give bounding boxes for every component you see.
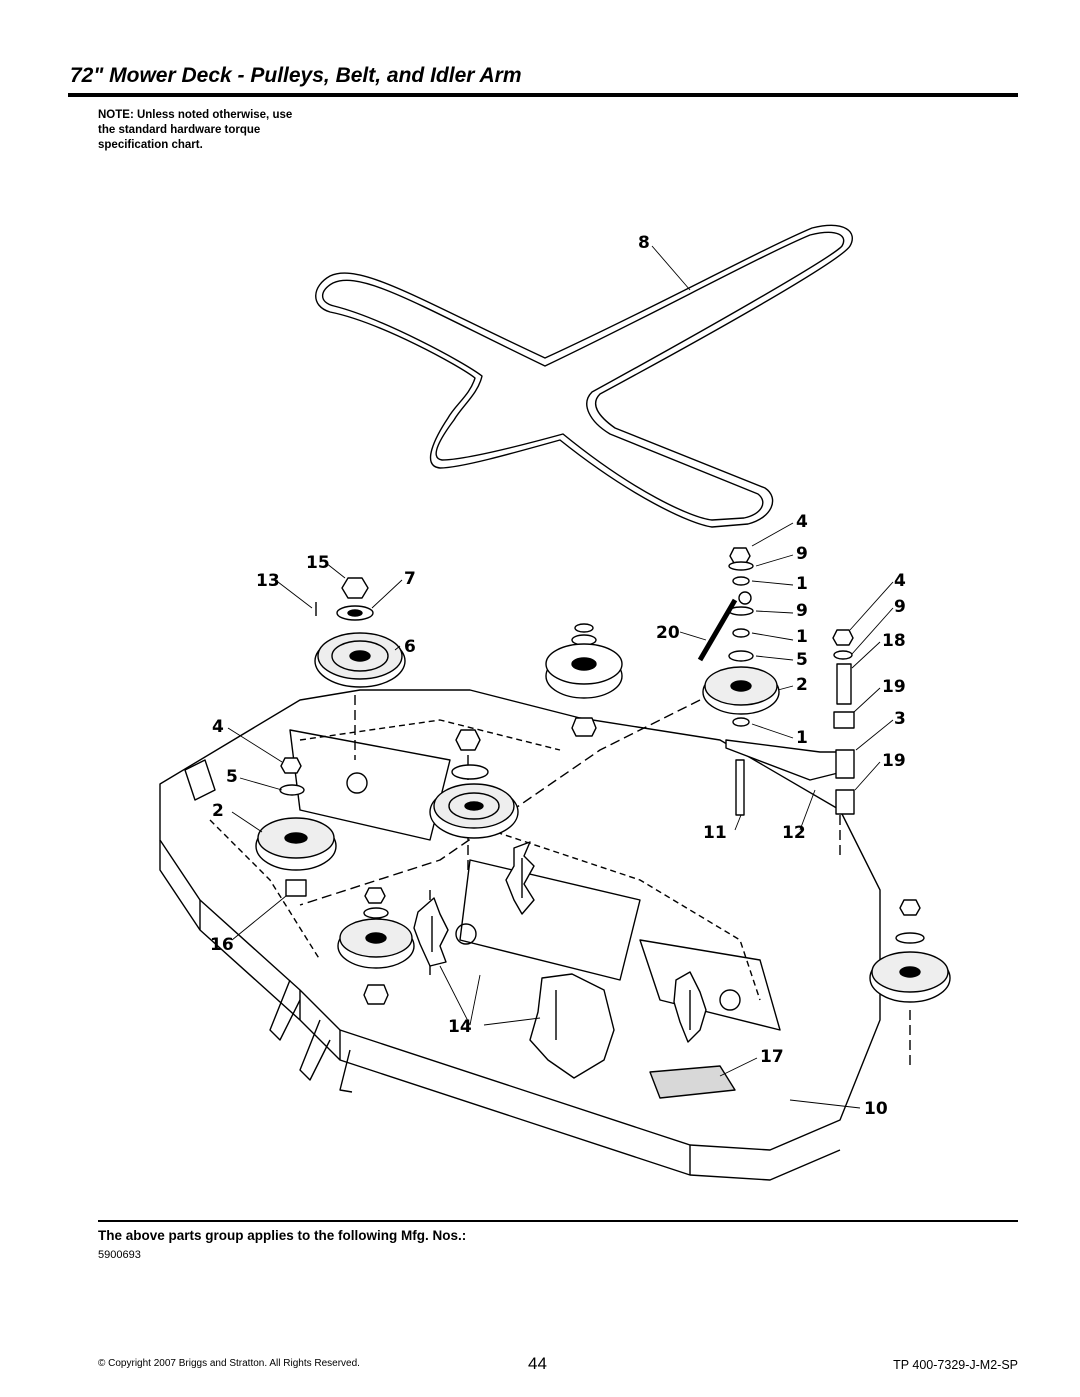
callout-14-bolt: 14 [448, 1017, 472, 1037]
callout-16: 16 [210, 935, 234, 955]
callout-4-locknut: 4 [796, 512, 808, 532]
pulley-assembly-left-mid [255, 757, 337, 897]
callout-1-bearing: 1 [796, 728, 808, 748]
callout-18-spacer: 18 [882, 631, 906, 651]
callout-9-washer: 9 [796, 601, 808, 621]
callout-1-bearing: 1 [796, 574, 808, 594]
callout-19-bushing: 19 [882, 677, 906, 697]
spindle-bolt-cutaways [413, 841, 707, 1079]
callout-7-washer: 7 [404, 569, 416, 589]
callout-19-bushing: 19 [882, 751, 906, 771]
callout-2-idler-pulley: 2 [212, 801, 224, 821]
copyright-notice: © Copyright 2007 Briggs and Stratton. Al… [98, 1358, 360, 1369]
footer-rule [98, 1220, 1018, 1222]
spindle-pulley-right [869, 899, 951, 1003]
callout-8: 8 [638, 233, 650, 253]
callout-1-bearing: 1 [796, 627, 808, 647]
callout-10-deck: 10 [864, 1099, 888, 1119]
callout-leaders [227, 245, 894, 1109]
mfg-number: 5900693 [98, 1249, 141, 1261]
callout-4-locknut: 4 [212, 717, 224, 737]
spindle-pulley-center [429, 729, 519, 839]
idler-pivot-stack [832, 629, 855, 815]
pulley-assembly-center-top [545, 623, 623, 737]
callout-4-locknut: 4 [894, 571, 906, 591]
callout-12: 12 [782, 823, 806, 843]
callout-20-spring: 20 [656, 623, 680, 643]
callout-9-washer: 9 [796, 544, 808, 564]
pulley-assembly-left-bottom [337, 887, 415, 1005]
callout-3: 3 [894, 709, 906, 729]
callout-2-idler-pulley: 2 [796, 675, 808, 695]
pulley-assembly-left-top [314, 577, 406, 688]
drive-belt [315, 224, 853, 528]
applies-to-heading: The above parts group applies to the fol… [98, 1228, 467, 1243]
callout-9-washer: 9 [894, 597, 906, 617]
page-number: 44 [528, 1354, 547, 1373]
torque-note: NOTE: Unless noted otherwise, use the st… [98, 109, 293, 151]
callout-13-key: 13 [256, 571, 280, 591]
callout-11-bolt: 11 [703, 823, 727, 843]
callout-15-nut: 15 [306, 553, 330, 573]
callout-5-washer: 5 [226, 767, 238, 787]
callout-5-washer: 5 [796, 650, 808, 670]
callout-17: 17 [760, 1047, 784, 1067]
mower-deck [159, 689, 881, 1181]
title-rule [68, 93, 1018, 97]
document-number: TP 400-7329-J-M2-SP [893, 1358, 1018, 1372]
callout-numbers: 8 4 9 1 9 1 5 2 1 20 4 9 18 19 3 19 11 1… [210, 233, 906, 1119]
callout-6-spindle-pulley: 6 [404, 637, 416, 657]
page-title: 72" Mower Deck - Pulleys, Belt, and Idle… [70, 64, 522, 87]
idler-arm-assembly [697, 547, 855, 816]
